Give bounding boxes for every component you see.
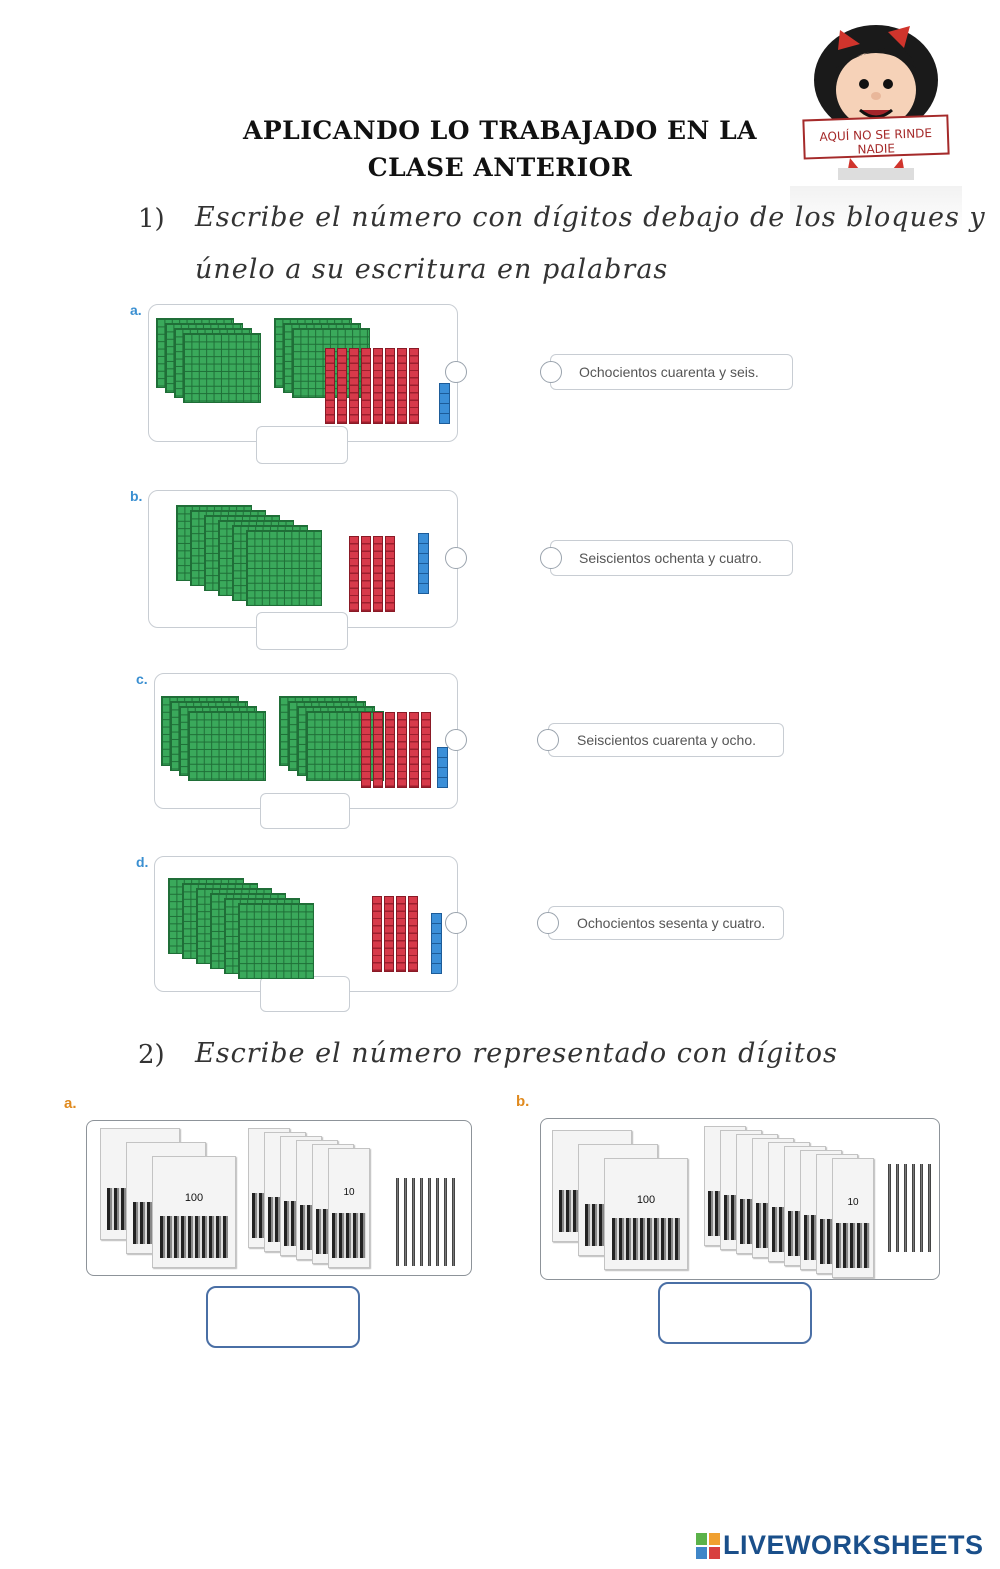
exercise-1-instruction-line-2: únelo a su escritura en palabras (195, 254, 669, 285)
single-pencil (928, 1164, 931, 1252)
ten-rod-block (385, 536, 395, 612)
single-pencil (412, 1178, 415, 1266)
word-option-text: Seiscientos cuarenta y ocho. (577, 732, 756, 748)
word-option: Seiscientos cuarenta y ocho. (548, 723, 784, 757)
pencils-graphic (332, 1212, 366, 1258)
ten-rod-block (397, 712, 407, 788)
single-pencil (420, 1178, 423, 1266)
ten-rod-block (349, 348, 359, 424)
pencils-graphic (611, 1218, 681, 1261)
pencils-graphic (836, 1222, 870, 1268)
word-option-text: Ochocientos sesenta y cuatro. (577, 915, 766, 931)
pencils-graphic (159, 1216, 229, 1259)
word-option: Seiscientos ochenta y cuatro. (550, 540, 793, 576)
liveworksheets-logo-icon (696, 1532, 720, 1559)
number-answer-box[interactable] (256, 612, 348, 650)
word-option: Ochocientos sesenta y cuatro. (548, 906, 784, 940)
exercise-1-number: 1) (138, 204, 165, 234)
number-answer-box[interactable] (658, 1282, 812, 1344)
ten-rod-block (384, 896, 394, 972)
ten-rod-block (385, 712, 395, 788)
ten-rod-block (373, 536, 383, 612)
ten-rod-block (349, 536, 359, 612)
ten-rod-block (397, 348, 407, 424)
liveworksheets-logo: LIVEWORKSHEETS (696, 1530, 984, 1561)
unit-cube-block (437, 777, 448, 788)
mascot-banner-text: AQUÍ NO SE RINDE NADIE (819, 126, 933, 157)
title-line-1: APLICANDO LO TRABAJADO EN LA (242, 116, 758, 145)
exercise-2-instruction: Escribe el número representado con dígit… (195, 1038, 838, 1069)
ten-rod-block (409, 348, 419, 424)
ten-rod-block (396, 896, 406, 972)
hundred-pencil-pack: 100 (152, 1156, 236, 1268)
ten-rod-block (337, 348, 347, 424)
option-connector-dot[interactable] (537, 912, 559, 934)
single-pencil (896, 1164, 899, 1252)
single-pencil (912, 1164, 915, 1252)
number-answer-box[interactable] (206, 1286, 360, 1348)
unit-cube-block (418, 583, 429, 594)
ten-rod-block (361, 712, 371, 788)
item-letter: c. (136, 671, 148, 687)
item-letter: a. (64, 1095, 77, 1112)
ten-rod-block (373, 712, 383, 788)
worksheet-title: APLICANDO LO TRABAJADO EN LA CLASE ANTER… (0, 112, 1000, 186)
single-pencil (436, 1178, 439, 1266)
single-pencil (396, 1178, 399, 1266)
match-connector-dot[interactable] (445, 361, 467, 383)
option-connector-dot[interactable] (537, 729, 559, 751)
single-pencil (888, 1164, 891, 1252)
pack-label: 100 (636, 1194, 656, 1207)
pack-label: 100 (184, 1192, 204, 1205)
hundred-flat-block (183, 333, 261, 403)
single-pencil (428, 1178, 431, 1266)
single-pencil (404, 1178, 407, 1266)
single-pencil (920, 1164, 923, 1252)
match-connector-dot[interactable] (445, 729, 467, 751)
match-connector-dot[interactable] (445, 912, 467, 934)
word-option-text: Ochocientos cuarenta y seis. (579, 364, 759, 380)
single-pencil (444, 1178, 447, 1266)
word-option-text: Seiscientos ochenta y cuatro. (579, 550, 762, 566)
hundred-flat-block (246, 530, 322, 606)
exercise-2-number: 2) (138, 1040, 165, 1070)
ten-rod-block (409, 712, 419, 788)
hundred-flat-block (188, 711, 266, 781)
number-answer-box[interactable] (260, 976, 350, 1012)
number-answer-box[interactable] (256, 426, 348, 464)
title-line-2: CLASE ANTERIOR (367, 153, 633, 182)
pack-label: 10 (343, 1186, 355, 1198)
ten-pencil-pack: 10 (832, 1158, 874, 1278)
ten-rod-block (385, 348, 395, 424)
ten-rod-block (361, 348, 371, 424)
hundred-flat-block (238, 903, 314, 979)
item-letter: d. (136, 854, 149, 870)
number-answer-box[interactable] (260, 793, 350, 829)
liveworksheets-brand: LIVEWORKSHEETS (723, 1530, 984, 1560)
ten-rod-block (408, 896, 418, 972)
option-connector-dot[interactable] (540, 361, 562, 383)
hundred-pencil-pack: 100 (604, 1158, 688, 1270)
mascot-illustration-icon (790, 25, 962, 233)
match-connector-dot[interactable] (445, 547, 467, 569)
ten-rod-block (372, 896, 382, 972)
single-pencil (452, 1178, 455, 1266)
option-connector-dot[interactable] (540, 547, 562, 569)
ten-rod-block (373, 348, 383, 424)
ten-rod-block (361, 536, 371, 612)
word-option: Ochocientos cuarenta y seis. (550, 354, 793, 390)
mafalda-mascot-image: AQUÍ NO SE RINDE NADIE (790, 18, 962, 233)
exercise-1-instruction-line-1: Escribe el número con dígitos debajo de … (195, 202, 986, 233)
single-pencil (904, 1164, 907, 1252)
ten-pencil-pack: 10 (328, 1148, 370, 1268)
item-letter: a. (130, 302, 142, 318)
unit-cube-block (431, 963, 442, 974)
ten-rod-block (325, 348, 335, 424)
item-letter: b. (130, 488, 143, 504)
unit-cube-block (439, 413, 450, 424)
item-letter: b. (516, 1093, 530, 1110)
ten-rod-block (421, 712, 431, 788)
pack-label: 10 (847, 1196, 859, 1208)
